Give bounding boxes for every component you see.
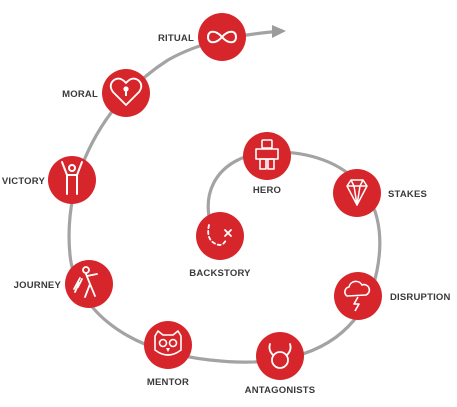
node-moral: MORAL <box>62 69 150 117</box>
heart-keyhole-icon <box>109 77 143 106</box>
node-antagonists: ANTAGONISTS <box>245 332 316 396</box>
owl-icon <box>154 330 182 356</box>
node-antagonists-circle <box>256 332 304 380</box>
diamond-icon <box>346 179 368 206</box>
node-ritual-label: RITUAL <box>158 33 194 44</box>
lego-figure-icon <box>255 139 279 170</box>
node-mentor: MENTOR <box>144 321 192 388</box>
node-backstory: BACKSTORY <box>189 212 251 279</box>
node-victory-circle <box>48 156 96 204</box>
node-hero: HERO <box>243 132 291 196</box>
storm-cloud-lightning-icon <box>344 280 371 312</box>
treasure-map-path-icon <box>207 224 232 246</box>
node-backstory-circle <box>196 212 244 260</box>
node-stakes: STAKES <box>333 169 427 217</box>
node-mentor-label: MENTOR <box>147 377 189 388</box>
arms-raised-figure-icon <box>61 161 83 195</box>
node-mentor-circle <box>144 321 192 369</box>
infinity-loop-icon <box>206 30 238 44</box>
node-disruption-label: DISRUPTION <box>390 292 451 303</box>
horned-devil-icon <box>268 343 292 369</box>
node-antagonists-label: ANTAGONISTS <box>245 385 316 396</box>
node-victory-label: VICTORY <box>2 176 46 187</box>
node-journey-label: JOURNEY <box>14 280 62 291</box>
node-journey-circle <box>65 260 113 308</box>
node-hero-label: HERO <box>253 185 281 196</box>
node-journey: JOURNEY <box>14 260 113 308</box>
node-ritual: RITUAL <box>158 13 246 61</box>
node-backstory-label: BACKSTORY <box>189 268 251 279</box>
node-moral-label: MORAL <box>62 89 98 100</box>
node-disruption: DISRUPTION <box>334 272 451 320</box>
node-victory: VICTORY <box>2 156 96 204</box>
spiral-arrowhead <box>272 25 286 38</box>
node-stakes-circle <box>333 169 381 217</box>
node-stakes-label: STAKES <box>388 189 427 200</box>
node-hero-circle <box>243 132 291 180</box>
walking-figure-icon <box>73 266 98 298</box>
